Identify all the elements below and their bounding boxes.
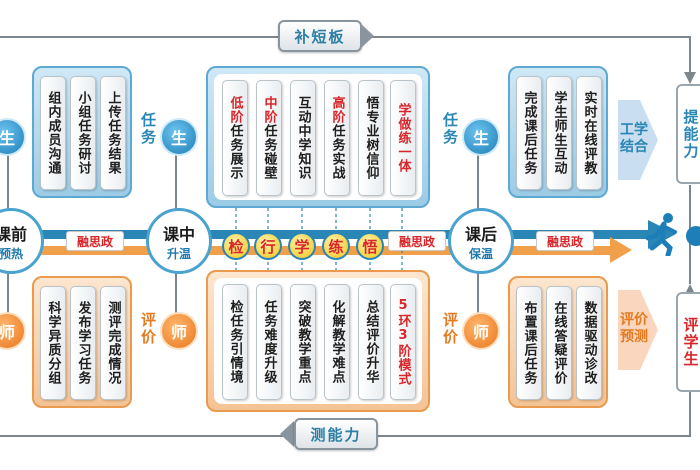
teacher-circle-label: 师	[170, 323, 187, 342]
rongsizheng-tag: 融思政	[388, 231, 446, 251]
pre-student-item: 组内成员沟通	[40, 76, 66, 190]
post-student-circle: 生	[462, 118, 500, 156]
top-tag-arrow-icon	[360, 23, 374, 49]
rongsizheng-tag: 融思政	[536, 231, 594, 251]
mid-student-item-rest: 任务展示	[227, 124, 243, 180]
stage-mid-name: 课中	[162, 224, 195, 244]
pre-teacher-circle: 师	[0, 312, 26, 350]
mid-student-item-head: 高阶	[329, 96, 345, 124]
runner-icon	[645, 213, 677, 256]
mid-teacher-item: 任务难度升级	[256, 284, 282, 400]
mid-student-inner	[214, 74, 422, 200]
mid-student-item: 高阶任务实战	[324, 80, 350, 196]
mid-teacher-item: 总结评价升华	[358, 284, 384, 400]
mid-student-item-rest: 任务碰壁	[261, 124, 277, 180]
mid-teacher-item: 检任务引情境	[222, 284, 248, 400]
pre-teacher-item: 科学异质分组	[40, 286, 66, 400]
stage-post-name: 课后	[464, 224, 497, 244]
stage-mid: 课中 升温	[146, 208, 212, 274]
student-circle-label: 生	[0, 129, 15, 148]
mid-teacher-circle: 师	[160, 312, 198, 350]
student-circle-label: 生	[170, 129, 187, 148]
post-teacher-item: 数据驱动诊改	[576, 286, 602, 400]
post-teacher-circle: 师	[462, 312, 500, 350]
mid-student-item: 低阶任务展示	[222, 80, 248, 196]
post-teacher-item: 在线答疑评价	[546, 286, 572, 400]
mid-student-item-rest: 任务实战	[329, 124, 345, 180]
mid-student-circle: 生	[160, 118, 198, 156]
link-circle: 行	[254, 232, 282, 260]
stage-post: 课后 保温	[448, 208, 514, 274]
mid-teacher-item: 化解教学难点	[324, 284, 350, 400]
bottom-tag-label: 测能力	[310, 425, 362, 444]
teacher-circle-label: 师	[0, 323, 15, 342]
mid-student-item: 悟专业树信仰	[358, 80, 384, 196]
mid-teacher-item: 突破教学重点	[290, 284, 316, 400]
rongsizheng-tag: 融思政	[66, 231, 124, 251]
bottom-tag: 测能力	[294, 418, 378, 450]
post-goal-bottom: 评价预测	[620, 312, 648, 345]
mid-teacher-inner	[214, 278, 422, 404]
link-circle: 检	[222, 232, 250, 260]
post-eval-label: 评价	[441, 312, 459, 346]
student-circle-label: 生	[472, 129, 489, 148]
mid-student-item-head: 低阶	[227, 96, 243, 124]
post-student-item: 实时在线评教	[576, 76, 602, 190]
mid-student-item: 学做练一体	[390, 80, 416, 196]
pre-teacher-item: 测评完成情况	[100, 286, 126, 400]
link-circle: 练	[322, 232, 350, 260]
mid-model-box: 5环3阶模式	[390, 284, 416, 400]
right-edge-top: 提能力	[676, 84, 700, 184]
mid-student-item-head: 中阶	[261, 96, 277, 124]
stage-pre-name: 课前	[0, 224, 27, 244]
post-student-item: 完成课后任务	[516, 76, 542, 190]
mid-task-label: 任务	[139, 112, 157, 146]
teacher-circle-label: 师	[472, 323, 489, 342]
link-circle: 学	[288, 232, 316, 260]
post-goal-top: 工学结合	[620, 122, 648, 155]
mid-eval-label: 评价	[139, 312, 157, 346]
right-edge-bottom: 评学生	[676, 292, 700, 392]
post-teacher-item: 布置课后任务	[516, 286, 542, 400]
post-student-item: 学生师生互动	[546, 76, 572, 190]
end-dot	[686, 226, 700, 246]
top-tag-label: 补短板	[294, 27, 346, 46]
top-tag: 补短板	[278, 20, 362, 52]
stage-mid-sub: 升温	[166, 246, 191, 261]
bottom-tag-arrow-icon	[280, 421, 294, 447]
post-task-label: 任务	[441, 112, 459, 146]
link-circle: 悟	[356, 232, 384, 260]
pre-teacher-item: 发布学习任务	[70, 286, 96, 400]
stage-post-sub: 保温	[468, 246, 493, 261]
mid-student-item: 中阶任务碰壁	[256, 80, 282, 196]
mid-student-item: 互动中学知识	[290, 80, 316, 196]
pre-student-item: 小组任务研讨	[70, 76, 96, 190]
stage-pre-sub: 预热	[0, 246, 23, 261]
pre-student-item: 上传任务结果	[100, 76, 126, 190]
